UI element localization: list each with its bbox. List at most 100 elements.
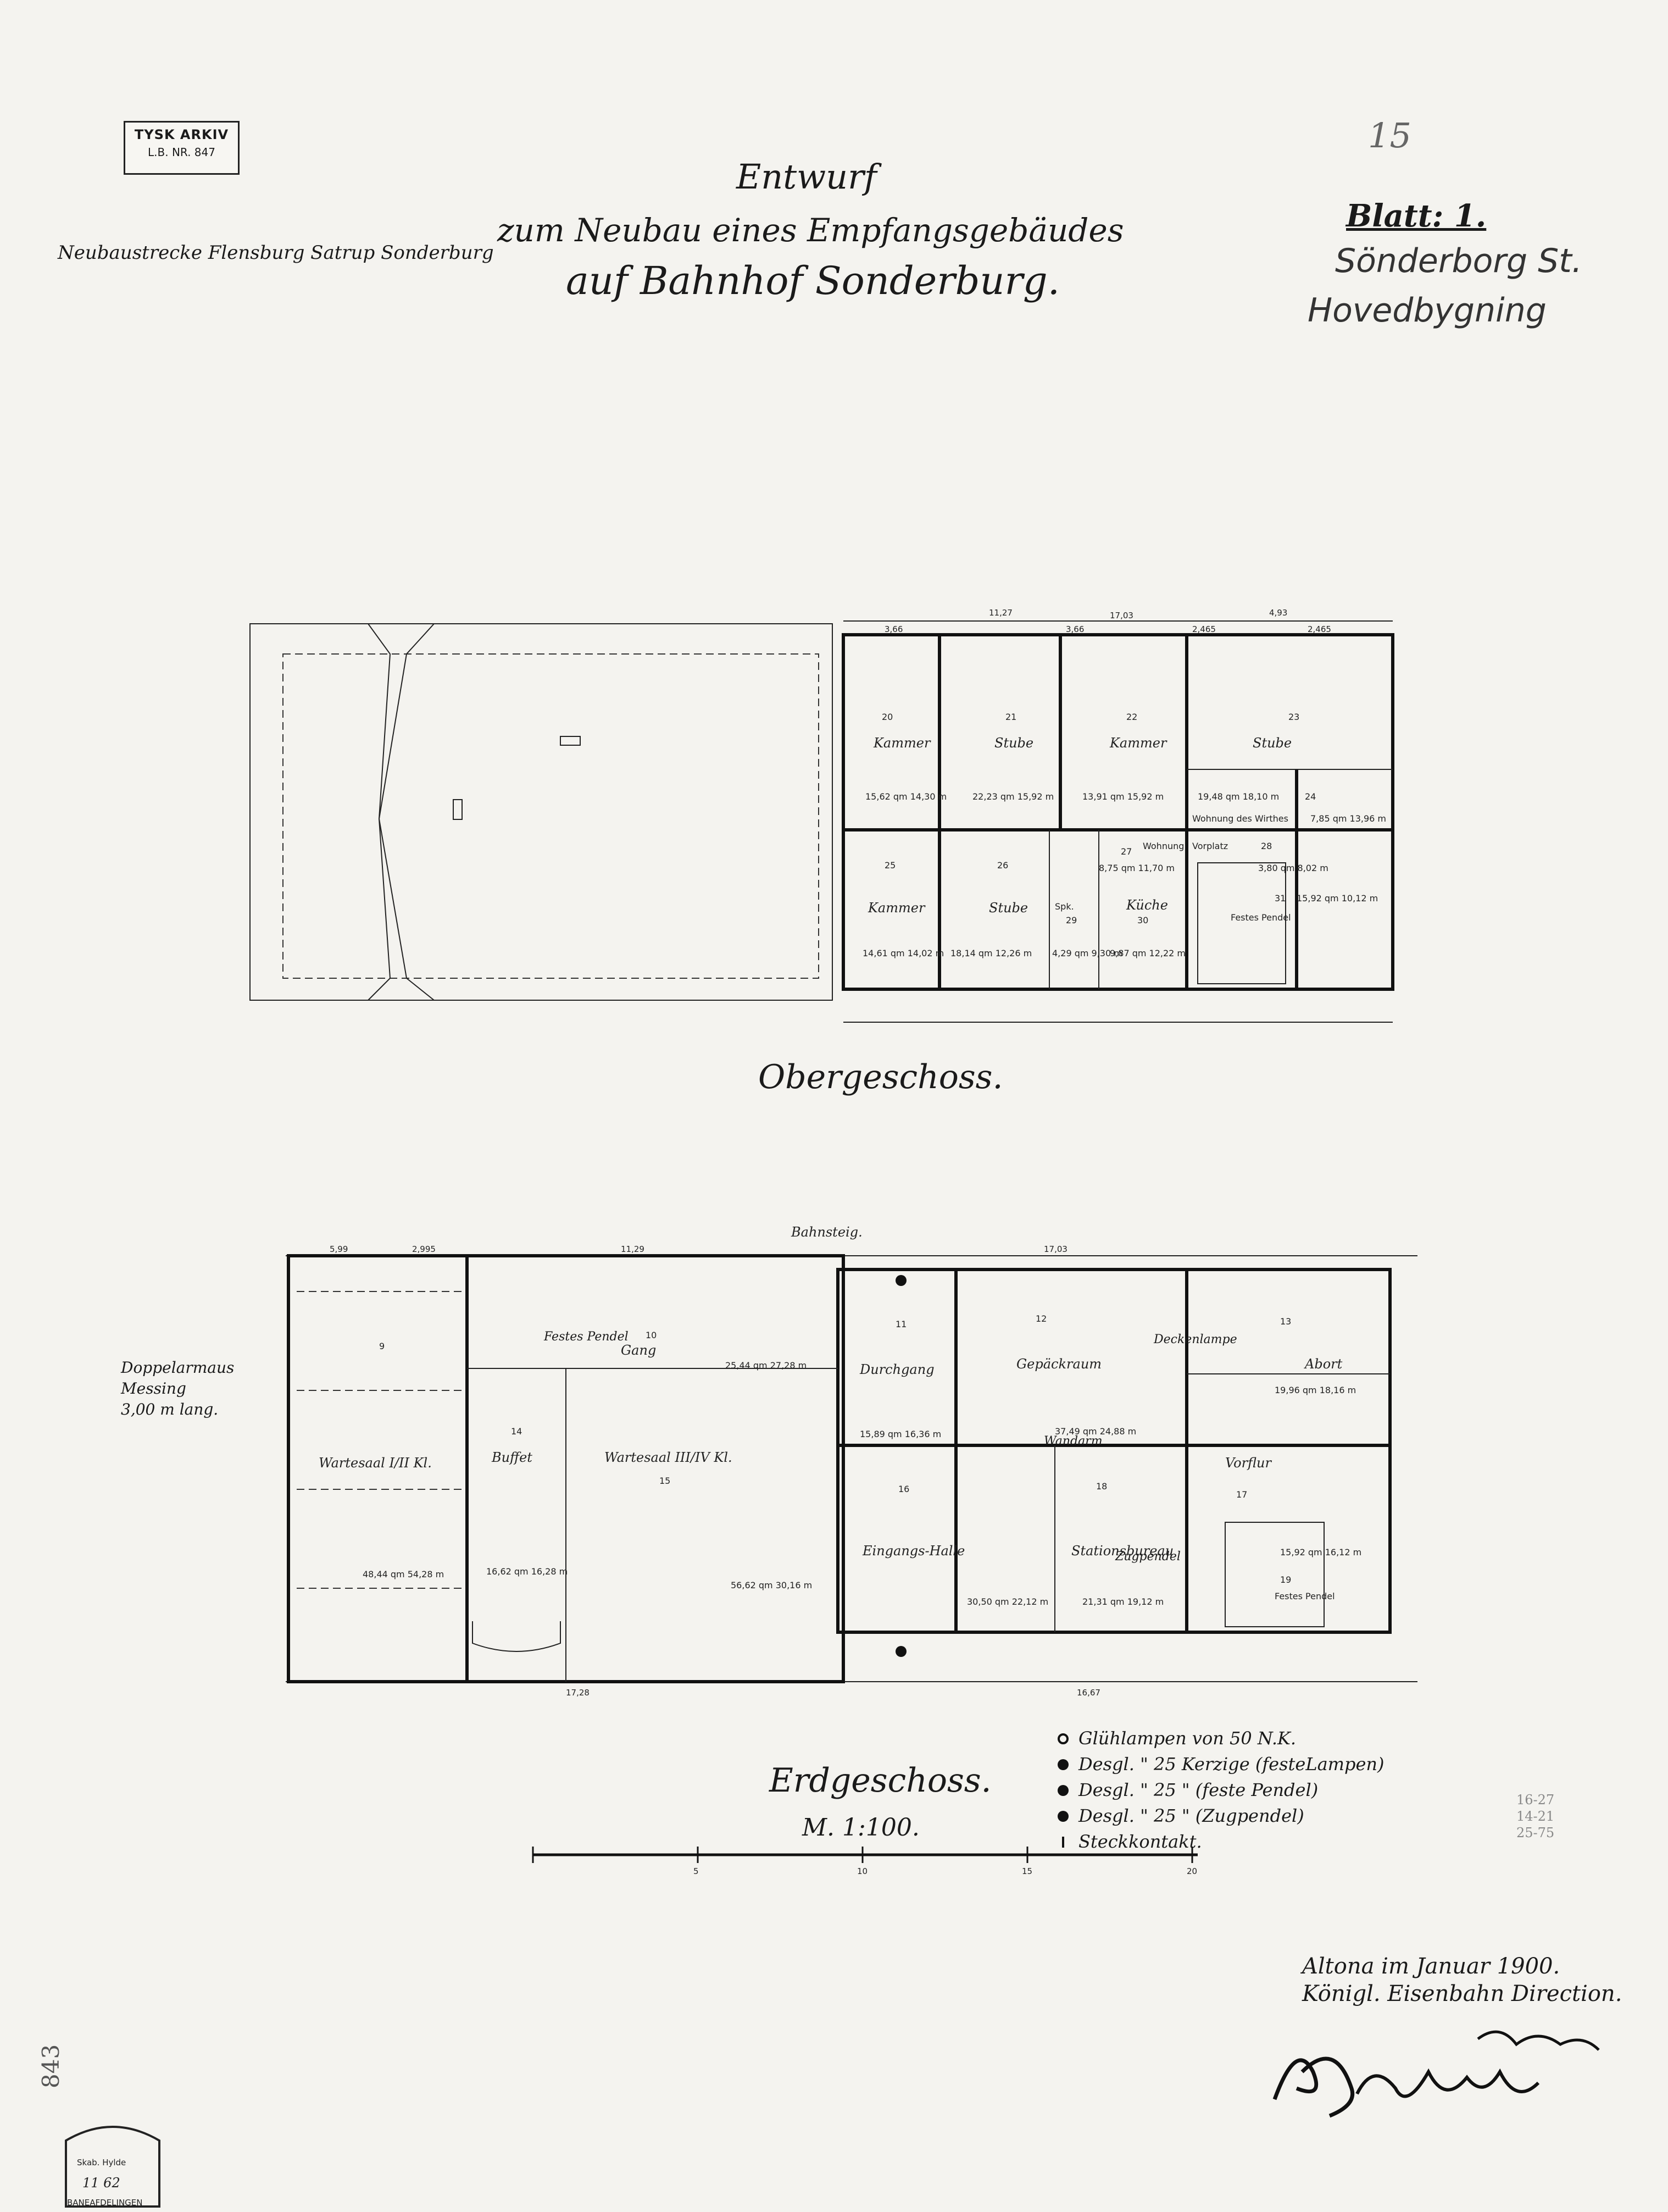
- svg-text:12: 12: [1036, 1313, 1047, 1324]
- upper-dim-1: 17,03: [1110, 611, 1133, 620]
- svg-text:Stube: Stube: [994, 735, 1033, 751]
- svg-text:19,96 qm 18,16 m: 19,96 qm 18,16 m: [1275, 1385, 1356, 1395]
- legend-text: Steckkontakt.: [1078, 1831, 1202, 1852]
- authority: Königl. Eisenbahn Direction.: [1302, 1981, 1622, 2006]
- svg-text:Festes Pendel: Festes Pendel: [1275, 1591, 1335, 1601]
- svg-text:25: 25: [885, 860, 896, 871]
- roof-vent: [560, 736, 581, 746]
- place-date: Altona im Januar 1900.: [1302, 1954, 1560, 1979]
- ground-room-11: 11 Durchgang 15,89 qm 16,36 m: [859, 1319, 941, 1439]
- svg-text:29: 29: [1066, 915, 1077, 925]
- svg-text:3,80 qm 8,02 m: 3,80 qm 8,02 m: [1258, 863, 1328, 873]
- lamp-marker: [896, 1275, 907, 1286]
- ground-room-12: 12 Gepäckraum 37,49 qm 24,88 m: [1016, 1313, 1136, 1437]
- svg-text:19: 19: [1280, 1575, 1291, 1585]
- side-number: 843: [37, 2044, 64, 2088]
- upper-room-24: 24 Wohnung des Wirthes 7,85 qm 13,96 m: [1192, 791, 1386, 824]
- svg-text:16: 16: [898, 1484, 909, 1494]
- lamp-note-line3: 3,00 m lang.: [121, 1400, 219, 1418]
- upper-dim-0: 11,27: [989, 608, 1013, 618]
- svg-text:15,89 qm 16,36 m: 15,89 qm 16,36 m: [860, 1429, 941, 1439]
- signature-stroke-3: [1477, 2030, 1600, 2051]
- svg-text:31: 31: [1275, 893, 1286, 903]
- upper-room-21: 21 Stube 22,23 qm 15,92 m: [972, 712, 1054, 802]
- upper-floor-label: Obergeschoss.: [758, 1058, 1003, 1096]
- upper-room-20: 20 Kammer 15,62 qm 14,30 m: [865, 712, 947, 802]
- svg-text:15: 15: [659, 1476, 670, 1486]
- svg-text:Kammer: Kammer: [1109, 735, 1167, 751]
- lamp-note-line1: Doppelarmaus: [121, 1359, 235, 1377]
- ground-room-17: 17 Vorflur: [1225, 1455, 1272, 1500]
- upper-dim-4: 3,66: [1066, 624, 1084, 634]
- ground-dim-1: 16,67: [1077, 1688, 1100, 1698]
- roof-chimney: [453, 799, 463, 820]
- upper-room-28: 28 Vorplatz 3,80 qm 8,02 m: [1192, 841, 1328, 873]
- svg-text:27: 27: [1121, 846, 1132, 857]
- svg-text:21,31 qm 19,12 m: 21,31 qm 19,12 m: [1082, 1596, 1164, 1607]
- pencil-note-1: 16-27: [1516, 1792, 1555, 1808]
- svg-text:Gepäckraum: Gepäckraum: [1016, 1356, 1102, 1372]
- scale-bar: 5 10 15 20: [532, 1847, 1198, 1876]
- svg-text:8,75 qm 11,70 m: 8,75 qm 11,70 m: [1099, 863, 1175, 873]
- svg-text:10: 10: [646, 1330, 657, 1340]
- ground-floor-plan: Bahnsteig. 5,99 2,995 11,29 17,03 17,28 …: [286, 1224, 1417, 1698]
- ring-icon: [1058, 1733, 1069, 1744]
- roof-hip-left: [368, 623, 391, 1001]
- scale-label-10: 10: [857, 1866, 868, 1876]
- svg-text:Vorplatz: Vorplatz: [1192, 841, 1228, 851]
- ground-dim-5: 2,995: [412, 1244, 436, 1254]
- ground-dim-2: 11,29: [621, 1244, 644, 1254]
- ground-room-18: 18 Stationsbureau 21,31 qm 19,12 m: [1071, 1481, 1174, 1607]
- note-festes-pendel: Festes Pendel: [544, 1330, 629, 1344]
- roof-eaves: [282, 653, 819, 979]
- svg-text:15,92 qm 10,12 m: 15,92 qm 10,12 m: [1297, 893, 1378, 903]
- legend-item: Glühlampen von 50 N.K.: [1058, 1726, 1385, 1751]
- cross-dot-icon: [1058, 1784, 1069, 1796]
- svg-text:11: 11: [896, 1319, 907, 1329]
- upper-floor-plan: 11,27 17,03 4,93 3,66 3,66 2,465 2,465 2…: [249, 608, 1394, 1023]
- ground-room-16: 16 Eingangs-Halle 30,50 qm 22,12 m: [862, 1484, 1048, 1607]
- svg-text:13: 13: [1280, 1316, 1291, 1327]
- upper-stair: [1197, 862, 1286, 984]
- svg-text:21: 21: [1005, 712, 1016, 722]
- ground-room-13: 13 Abort 19,96 qm 18,16 m: [1275, 1316, 1356, 1395]
- svg-text:Gang: Gang: [621, 1343, 656, 1358]
- legend-item: Steckkontakt.: [1058, 1829, 1385, 1855]
- svg-text:22: 22: [1126, 712, 1137, 722]
- route-note: Neubaustrecke Flensburg Satrup Sonderbur…: [58, 242, 494, 264]
- buffet-bay: [472, 1621, 561, 1652]
- ground-floor-label: Erdgeschoss.: [769, 1761, 992, 1800]
- title-line1: Entwurf: [736, 157, 877, 197]
- legend-item: Desgl. " 25 Kerzige (festeLampen): [1058, 1751, 1385, 1777]
- upper-room-29: 29 Spk. 4,29 qm 9,30 m: [1052, 901, 1122, 958]
- ground-room-14: 14 Buffet 16,62 qm 16,28 m: [486, 1426, 568, 1577]
- svg-text:13,91 qm 15,92 m: 13,91 qm 15,92 m: [1082, 791, 1164, 802]
- ground-room-9: 9 Wartesaal I/II Kl. 48,44 qm 54,28 m: [319, 1341, 444, 1579]
- upper-dim-2: 4,93: [1269, 608, 1287, 618]
- upper-room-31: 31 Festes Pendel 15,92 qm 10,12 m: [1231, 893, 1378, 923]
- upper-dim-5: 2,465: [1192, 624, 1216, 634]
- library-stamp-bottom: BANEAFDELINGEN: [67, 2198, 143, 2208]
- archive-stamp: TYSK ARKIV L.B. NR. 847: [124, 121, 240, 175]
- svg-text:16,62 qm 16,28 m: 16,62 qm 16,28 m: [486, 1566, 568, 1577]
- svg-text:23: 23: [1288, 712, 1299, 722]
- roof-hip-right: [378, 623, 435, 1001]
- svg-text:26: 26: [997, 860, 1008, 871]
- sheet-number: Blatt: 1.: [1346, 198, 1487, 234]
- legend-item: Desgl. " 25 " (Zugpendel): [1058, 1803, 1385, 1829]
- bar-dot-icon: [1058, 1810, 1069, 1822]
- svg-text:Stationsbureau: Stationsbureau: [1071, 1543, 1174, 1559]
- svg-text:48,44 qm 54,28 m: 48,44 qm 54,28 m: [363, 1569, 444, 1579]
- legend-text: Desgl. " 25 " (Zugpendel): [1078, 1805, 1304, 1826]
- svg-text:37,49 qm 24,88 m: 37,49 qm 24,88 m: [1055, 1426, 1136, 1437]
- scale-label-5: 5: [693, 1866, 699, 1876]
- archive-stamp-line2: L.B. NR. 847: [148, 146, 215, 159]
- platform-label: Bahnsteig.: [791, 1224, 863, 1240]
- note-wandarm: Wandarm: [1044, 1434, 1103, 1448]
- upper-building-walls: [842, 633, 1394, 991]
- svg-text:Spk.: Spk.: [1055, 901, 1074, 912]
- svg-text:7,85 qm 13,96 m: 7,85 qm 13,96 m: [1310, 813, 1386, 824]
- handwritten-signatures: [1272, 2030, 1600, 2118]
- svg-text:Stube: Stube: [989, 900, 1028, 916]
- line-icon: [1062, 1836, 1064, 1848]
